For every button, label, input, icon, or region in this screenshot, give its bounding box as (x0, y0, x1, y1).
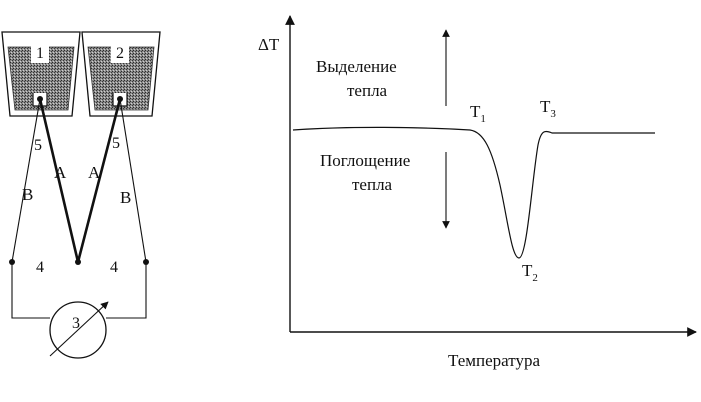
wire-b-right (120, 99, 146, 262)
apparatus-diagram: 1 2 3 5 5 (2, 32, 160, 358)
heat-absorption-label-2: тепла (352, 175, 393, 194)
y-axis-label: ΔT (258, 35, 280, 54)
heat-absorption-label-1: Поглощение (320, 151, 410, 170)
galvanometer: 3 (50, 302, 108, 358)
crucible-1-label: 1 (36, 45, 44, 62)
galvanometer-label: 3 (72, 315, 80, 332)
label-4-left: 4 (36, 259, 44, 276)
dta-curve (293, 127, 655, 258)
wire-b-left (12, 99, 40, 262)
t3-label: T3 (540, 97, 556, 120)
label-a-left: A (54, 163, 67, 182)
label-5-right: 5 (112, 135, 120, 152)
label-5-left: 5 (34, 137, 42, 154)
label-b-left: B (22, 185, 33, 204)
terminal-middle (75, 259, 81, 265)
crucible-2-label: 2 (116, 45, 124, 62)
dta-curve-diagram: ΔT Температура Выделение тепла Поглощени… (258, 16, 696, 370)
t1-label: T1 (470, 102, 486, 125)
x-axis-label: Температура (448, 351, 540, 370)
label-b-right: B (120, 188, 131, 207)
label-4-right: 4 (110, 259, 118, 276)
heat-release-label-2: тепла (347, 81, 388, 100)
t2-label: T2 (522, 261, 538, 284)
lead-left (12, 262, 50, 318)
label-a-right: A (88, 163, 101, 182)
heat-release-label-1: Выделение (316, 57, 397, 76)
